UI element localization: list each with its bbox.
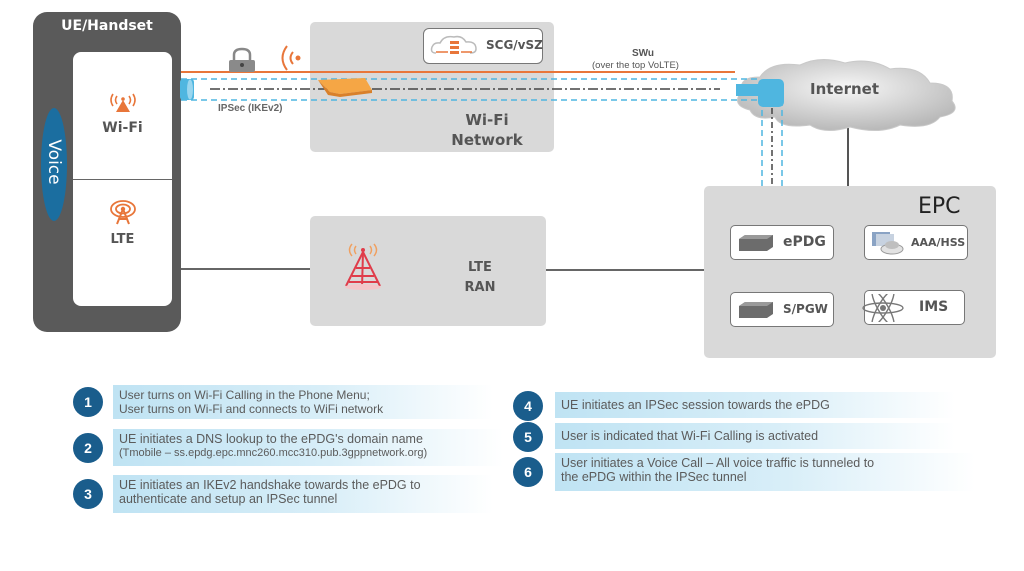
wifi-network-title: Wi-Fi Network [420, 110, 554, 150]
step-description: UE initiates an IKEv2 handshake towards … [113, 475, 493, 513]
tunnel-elbow [736, 79, 784, 107]
epc-box: EPC ePDG AAA/HSS S/PGW [704, 186, 996, 358]
tunnel-cap-left [180, 79, 194, 100]
wifi-network-box: SCG/vSZ Wi-Fi Network [310, 22, 554, 152]
epdg-label: ePDG [783, 234, 826, 250]
spgw-node: S/PGW [730, 292, 834, 327]
aaa-hss-node: AAA/HSS [864, 225, 968, 260]
handset-divider [73, 179, 172, 180]
wifi-icon [110, 93, 136, 112]
ue-handset: UE/Handset Wi-Fi LTE Voice [33, 12, 181, 332]
step-number-badge: 3 [73, 479, 103, 509]
step-description: User turns on Wi-Fi Calling in the Phone… [113, 385, 493, 419]
step-line-1: UE initiates an IPSec session towards th… [561, 398, 830, 412]
internet-cloud [737, 59, 956, 131]
step-line-1: User initiates a Voice Call – All voice … [561, 456, 875, 470]
epc-title: EPC [918, 194, 961, 219]
aaa-hss-label: AAA/HSS [911, 236, 966, 249]
scg-vsz-label: SCG/vSZ [486, 38, 543, 52]
voice-pill: Voice [41, 108, 67, 221]
wifi-signal-dot [295, 55, 301, 61]
ipsec-label: IPSec (IKEv2) [218, 103, 283, 114]
step-description: UE initiates an IPSec session towards th… [555, 392, 955, 418]
step-line-1: User is indicated that Wi-Fi Calling is … [561, 429, 819, 443]
step-description: UE initiates a DNS lookup to the ePDG's … [113, 429, 503, 466]
wifi-label: Wi-Fi [102, 120, 143, 136]
step-number-badge: 4 [513, 391, 543, 421]
step-number-badge: 2 [73, 433, 103, 463]
ran-title-line2: RAN [464, 280, 496, 295]
lte-ran-box: LTE RAN [310, 216, 546, 326]
database-icon [872, 232, 904, 255]
step-line-2: the ePDG within the IPSec tunnel [561, 470, 747, 484]
handset-title: UE/Handset [61, 18, 153, 34]
step-number-badge: 6 [513, 457, 543, 487]
step-line-1: UE initiates a DNS lookup to the ePDG's … [119, 432, 423, 446]
step-line-2: (Tmobile – ss.epdg.epc.mnc260.mcc310.pub… [119, 447, 428, 459]
step-line-2: authenticate and setup an IPSec tunnel [119, 492, 338, 506]
access-point-icon [318, 78, 372, 97]
step-description: User is indicated that Wi-Fi Calling is … [555, 423, 955, 449]
step-number-badge: 1 [73, 387, 103, 417]
atom-icon [862, 294, 904, 322]
swu-label: SWu [632, 48, 655, 59]
ims-node: IMS [862, 290, 965, 325]
wifi-signal-icon [281, 45, 294, 71]
cell-tower-icon [345, 243, 381, 290]
ran-title-line1: LTE [468, 260, 492, 275]
spgw-label: S/PGW [783, 302, 828, 316]
swu-sublabel: (over the top VoLTE) [592, 60, 679, 71]
handset-screen: Wi-Fi LTE [73, 52, 172, 306]
step-number-badge: 5 [513, 422, 543, 452]
server-icon [739, 235, 773, 251]
lte-label: LTE [110, 232, 135, 247]
step-line-1: UE initiates an IKEv2 handshake towards … [119, 478, 421, 492]
epdg-node: ePDG [730, 225, 834, 260]
lte-antenna-icon [110, 200, 136, 225]
server-icon [739, 302, 773, 318]
step-line-1: User turns on Wi-Fi Calling in the Phone… [119, 388, 370, 402]
cloud-controller-icon [430, 35, 477, 54]
wifi-network-title-line1: Wi-Fi [465, 111, 509, 129]
ims-label: IMS [919, 299, 949, 315]
lock-icon [229, 47, 255, 72]
ran-title: LTE RAN [440, 258, 520, 298]
step-description: User initiates a Voice Call – All voice … [555, 453, 975, 491]
step-line-2: User turns on Wi-Fi and connects to WiFi… [119, 402, 384, 416]
wifi-network-title-line2: Network [451, 131, 523, 149]
internet-label: Internet [810, 80, 880, 98]
scg-vsz-node: SCG/vSZ [423, 28, 543, 64]
